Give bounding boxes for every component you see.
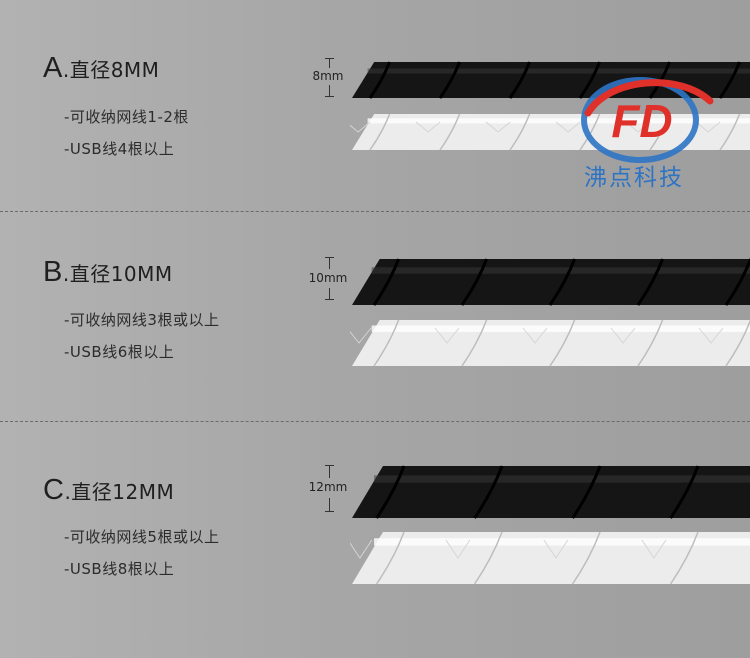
tube-spiral-seam (439, 113, 461, 151)
section-a-title: A.直径8MM (43, 52, 159, 85)
dimension-bottom-tick (325, 511, 334, 512)
white-spiral-tube-8mm (350, 113, 750, 151)
dimension-line (329, 257, 330, 269)
section-a-letter: A (43, 52, 63, 84)
section-a-title-text: .直径8MM (62, 58, 160, 82)
dimension-label: 12mm (308, 480, 348, 494)
tube-spiral-seam (571, 465, 602, 519)
section-b-letter: B (43, 256, 63, 288)
dimension-bottom-tick (325, 299, 334, 300)
tube-highlight (374, 475, 750, 483)
tube-facet (610, 327, 636, 344)
tube-spiral-seam (718, 61, 741, 99)
tube-spiral-seam (460, 258, 489, 306)
section-c-title: C.直径12MM (43, 474, 174, 507)
tube-facet (641, 539, 667, 559)
section-c-line-1: -可收纳网线5根或以上 (64, 528, 220, 546)
tube-facet (485, 121, 511, 133)
tube-highlight (371, 267, 750, 274)
dimension-bottom-tick (325, 96, 334, 97)
tube-spiral-seam (375, 531, 405, 585)
white-spiral-tube-10mm (350, 319, 750, 367)
tube-spiral-seam (669, 531, 699, 585)
dimension-label: 10mm (308, 271, 348, 285)
tube-spiral-seam (579, 113, 601, 151)
section-b-title: B.直径10MM (43, 256, 173, 289)
tube-facet (555, 121, 581, 133)
tube-highlight (371, 325, 750, 332)
tube-spiral-seam (373, 319, 400, 367)
tube-spiral-seam (372, 258, 401, 306)
tube-facet (350, 539, 373, 559)
tube-facet (522, 327, 548, 344)
tube-spiral-seam (578, 61, 601, 99)
black-spiral-tube-12mm (352, 465, 750, 519)
tube-spiral-seam (438, 61, 461, 99)
tube-spiral-seam (549, 319, 576, 367)
dimension-marker-8mm: 8mm (302, 58, 352, 98)
tube-facet (434, 327, 460, 344)
section-c-title-text: .直径12MM (64, 480, 175, 504)
section-divider (0, 211, 750, 212)
section-a-line-1: -可收纳网线1-2根 (64, 108, 189, 126)
tube-facet (625, 121, 651, 133)
section-a-line-2: -USB线4根以上 (64, 140, 175, 158)
tube-spiral-seam (571, 531, 601, 585)
dimension-line (329, 288, 330, 299)
dimension-line (329, 58, 330, 68)
tube-spiral-seam (649, 113, 671, 151)
tube-spiral-seam (725, 319, 750, 367)
tube-highlight (367, 68, 750, 74)
tube-facet (695, 121, 721, 133)
tube-spiral-seam (724, 258, 750, 306)
tube-facet (415, 121, 441, 133)
tube-facet (543, 539, 569, 559)
logo-letters: FD (611, 95, 672, 147)
black-spiral-tube-10mm (352, 258, 750, 306)
section-b-line-1: -可收纳网线3根或以上 (64, 311, 220, 329)
dimension-line (329, 465, 330, 478)
tube-spiral-seam (509, 113, 531, 151)
dimension-marker-10mm: 10mm (302, 257, 352, 300)
tube-spiral-seam (637, 319, 664, 367)
dimension-line (329, 85, 330, 96)
section-divider (0, 421, 750, 422)
tube-body (352, 466, 750, 518)
tube-spiral-seam (636, 258, 665, 306)
tube-spiral-seam (473, 465, 504, 519)
tube-spiral-seam (508, 61, 531, 99)
dimension-label: 8mm (312, 69, 344, 83)
white-spiral-tube-12mm (350, 531, 750, 585)
tube-body (352, 259, 750, 305)
tube-spiral-seam (369, 113, 391, 151)
tube-facet (350, 327, 372, 344)
dimension-line (329, 498, 330, 511)
section-c-line-2: -USB线8根以上 (64, 560, 175, 578)
tube-spiral-seam (473, 531, 503, 585)
tube-spiral-seam (669, 465, 700, 519)
tube-facet (445, 539, 471, 559)
tube-spiral-seam (375, 465, 406, 519)
fd-logo-icon: FD (581, 77, 714, 163)
tube-spiral-seam (719, 113, 741, 151)
tube-highlight (367, 118, 750, 124)
black-spiral-tube-8mm (352, 61, 750, 99)
dimension-marker-12mm: 12mm (302, 465, 352, 512)
tube-highlight (374, 538, 750, 546)
tube-spiral-seam (368, 61, 391, 99)
tube-facet (350, 121, 371, 133)
section-b-line-2: -USB线6根以上 (64, 343, 175, 361)
tube-spiral-seam (548, 258, 577, 306)
section-b-title-text: .直径10MM (62, 262, 173, 286)
section-c-letter: C (43, 474, 65, 506)
company-name: 沸点科技 (584, 165, 684, 191)
tube-spiral-seam (461, 319, 488, 367)
tube-facet (698, 327, 724, 344)
